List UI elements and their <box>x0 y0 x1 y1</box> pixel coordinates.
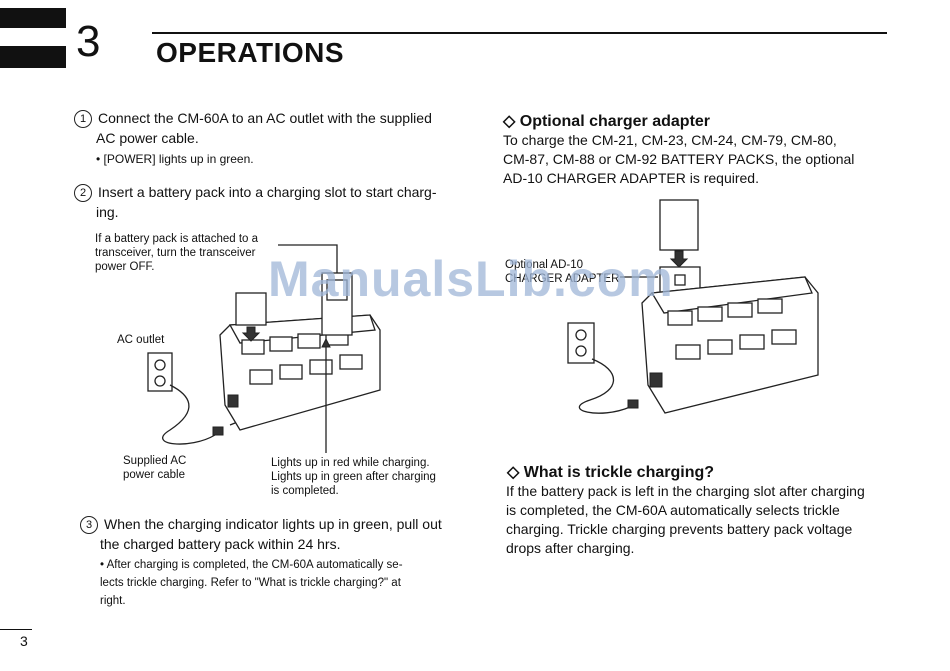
trickle-line3: charging. Trickle charging prevents batt… <box>506 521 853 537</box>
cable-plug-icon <box>212 426 224 436</box>
callout-battery-line3: power OFF. <box>95 261 155 273</box>
section-body-trickle: If the battery pack is left in the charg… <box>506 482 896 558</box>
step-3-note-line3: right. <box>100 595 126 607</box>
charger-unit-icon-right <box>641 276 819 414</box>
page-number: 3 <box>20 633 28 649</box>
chapter-tab-bar-top <box>0 8 66 28</box>
step-2-number: 2 <box>74 184 92 202</box>
charger-unit-icon <box>219 314 381 431</box>
step-3-text-line1: When the charging indicator lights up in… <box>104 516 442 532</box>
charger-illustration-left <box>147 244 381 453</box>
step-2: 2 Insert a battery pack into a charging s… <box>74 182 474 222</box>
trickle-line2: is completed, the CM-60A automatically s… <box>506 502 840 518</box>
optional-adapter-line2: CM-87, CM-88 or CM-92 BATTERY PACKS, the… <box>503 151 855 167</box>
chapter-tab-bar-bottom <box>0 46 66 68</box>
step-3-note-line1: • After charging is completed, the CM-60… <box>100 559 403 571</box>
optional-adapter-line3: AD-10 CHARGER ADAPTER is required. <box>503 170 759 186</box>
section-body-optional-adapter: To charge the CM-21, CM-23, CM-24, CM-79… <box>503 131 893 188</box>
wall-outlet-icon-right <box>567 322 595 364</box>
step-1-note: • [POWER] lights up in green. <box>96 152 254 166</box>
label-indicator-line1: Lights up in red while charging. <box>271 457 430 469</box>
step-3-note: • After charging is completed, the CM-60… <box>80 556 480 610</box>
step-1-number: 1 <box>74 110 92 128</box>
label-indicator-line3: is completed. <box>271 485 339 497</box>
watermark: ManualsLib.com <box>268 251 674 307</box>
charger-illustration-right <box>567 199 819 414</box>
section-heading-trickle: ◇ What is trickle charging? <box>507 464 715 481</box>
indicator-pointer-arrow <box>321 337 331 348</box>
battery-pack-icon <box>235 292 267 342</box>
label-indicator-line2: Lights up in green after charging <box>271 471 436 483</box>
chapter-number: 3 <box>76 17 101 66</box>
callout-battery-line1: If a battery pack is attached to a <box>95 233 259 245</box>
label-adapter-line2: CHARGER ADAPTER <box>505 273 620 285</box>
label-optional-adapter: Optional AD-10 CHARGER ADAPTER <box>505 258 619 286</box>
step-3: 3 When the charging indicator lights up i… <box>80 514 480 610</box>
callout-battery-line2: transceiver, turn the transceiver <box>95 247 256 259</box>
step-2-text-line2: ing. <box>96 204 119 220</box>
step-3-note-line2: lects trickle charging. Refer to "What i… <box>100 577 401 589</box>
label-supplied-cable: Supplied AC power cable <box>123 454 186 482</box>
header-rule <box>152 32 887 34</box>
footer-rule <box>0 629 32 630</box>
callout-battery: If a battery pack is attached to a trans… <box>95 232 258 274</box>
cable-plug-icon-right <box>627 399 639 409</box>
trickle-line1: If the battery pack is left in the charg… <box>506 483 865 499</box>
wall-outlet-icon <box>147 352 173 392</box>
step-1-text-line1: Connect the CM-60A to an AC outlet with … <box>98 110 432 126</box>
battery-pack-icon-right <box>659 199 699 268</box>
step-3-number: 3 <box>80 516 98 534</box>
step-1: 1 Connect the CM-60A to an AC outlet with… <box>74 108 474 168</box>
chapter-title: OPERATIONS <box>156 37 345 68</box>
step-2-text-line1: Insert a battery pack into a charging sl… <box>98 184 437 200</box>
transceiver-icon <box>321 272 353 336</box>
step-1-text-line2: AC power cable. <box>96 130 199 146</box>
power-cable-icon <box>162 384 216 445</box>
label-cable-line2: power cable <box>123 469 186 481</box>
optional-adapter-line1: To charge the CM-21, CM-23, CM-24, CM-79… <box>503 132 837 148</box>
section-heading-optional-adapter: ◇ Optional charger adapter <box>503 113 711 130</box>
label-adapter-line1: Optional AD-10 <box>505 259 583 271</box>
power-cable-icon-right <box>578 358 631 414</box>
label-indicator: Lights up in red while charging. Lights … <box>271 456 436 498</box>
step-3-text-line2: the charged battery pack within 24 hrs. <box>100 536 341 552</box>
label-cable-line1: Supplied AC <box>123 455 187 467</box>
trickle-line4: drops after charging. <box>506 540 635 556</box>
callout-line-battery <box>278 244 338 273</box>
label-ac-outlet: AC outlet <box>117 334 165 346</box>
